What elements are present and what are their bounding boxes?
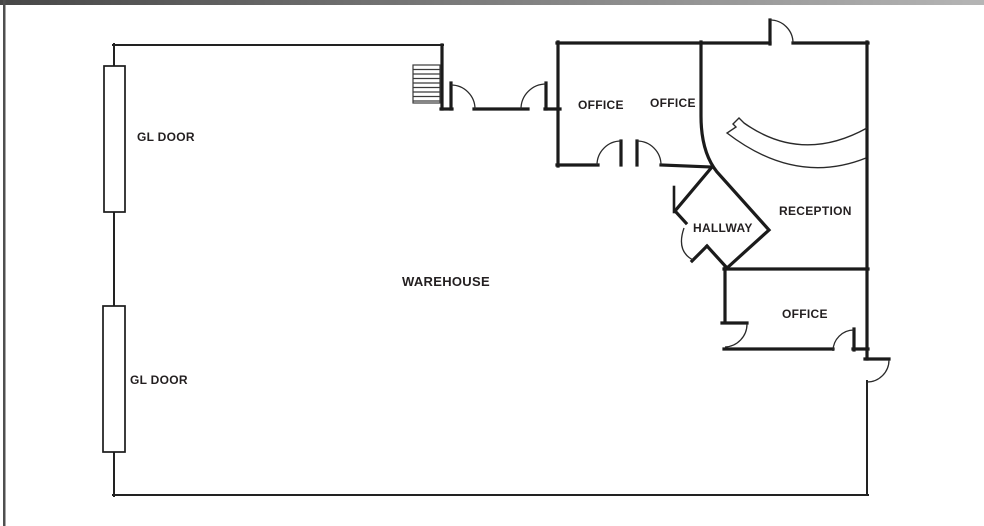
warehouse-outer-walls bbox=[112, 43, 869, 497]
door-arc-hallway bbox=[680, 227, 694, 261]
door-swing-arcs bbox=[450, 19, 890, 383]
office-block-walls bbox=[439, 18, 891, 361]
door-arc-office-bottom-south bbox=[832, 329, 855, 352]
reception-desk bbox=[725, 117, 868, 169]
room-labels: GL DOOR GL DOOR WAREHOUSE OFFICE OFFICE … bbox=[130, 96, 852, 387]
label-office-top-left: OFFICE bbox=[578, 98, 624, 112]
wall-office-bottom-seg-2 bbox=[659, 163, 713, 169]
door-arc-exterior-right bbox=[866, 359, 890, 383]
door-arc-office-bottom-west bbox=[724, 323, 748, 348]
label-warehouse: WAREHOUSE bbox=[402, 274, 490, 289]
gl-doors bbox=[102, 65, 126, 453]
stairs-treads bbox=[413, 68, 440, 102]
stairs-outline bbox=[412, 64, 441, 104]
gl-door-top-symbol bbox=[103, 65, 126, 213]
label-gl-door-top: GL DOOR bbox=[137, 130, 195, 144]
door-arc-recess-left bbox=[450, 84, 476, 110]
label-office-bottom: OFFICE bbox=[782, 307, 828, 321]
label-office-top-right: OFFICE bbox=[650, 96, 696, 110]
gl-door-bottom-symbol bbox=[102, 305, 126, 453]
stairs-icon bbox=[412, 64, 441, 104]
label-gl-door-bottom: GL DOOR bbox=[130, 373, 188, 387]
door-arc-recess-right bbox=[520, 83, 547, 110]
top-edge-bar bbox=[0, 0, 984, 5]
wall-hallway-upper-left bbox=[672, 164, 715, 226]
door-leaf-hallway bbox=[689, 243, 710, 264]
label-reception: RECEPTION bbox=[779, 204, 852, 218]
wall-reception-divider-and-hallway-right bbox=[699, 40, 772, 271]
door-arc-double-left bbox=[596, 140, 622, 166]
door-arc-reception-entry bbox=[769, 19, 794, 44]
door-arc-double-right bbox=[636, 140, 662, 166]
label-hallway: HALLWAY bbox=[693, 221, 753, 235]
left-edge-line bbox=[3, 0, 6, 526]
